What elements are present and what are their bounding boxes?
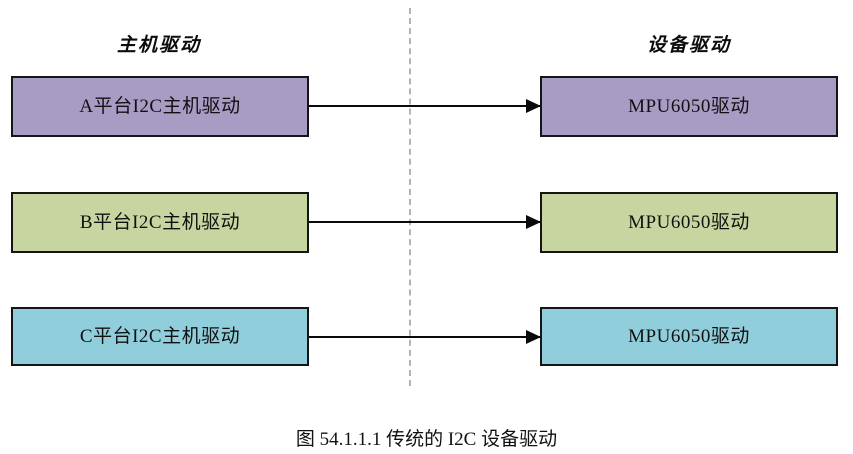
connector-arrow-row-3 bbox=[309, 336, 540, 338]
device-driver-box-3: MPU6050驱动 bbox=[540, 307, 838, 366]
connector-arrow-row-1 bbox=[309, 105, 540, 107]
host-driver-box-c: C平台I2C主机驱动 bbox=[11, 307, 309, 366]
host-driver-box-a: A平台I2C主机驱动 bbox=[11, 76, 309, 137]
column-heading-device-driver: 设备驱动 bbox=[646, 34, 732, 56]
device-driver-box-1: MPU6050驱动 bbox=[540, 76, 838, 137]
device-driver-box-2: MPU6050驱动 bbox=[540, 192, 838, 253]
connector-arrow-row-2 bbox=[309, 221, 540, 223]
vertical-dashed-divider bbox=[409, 8, 411, 386]
column-heading-host-driver: 主机驱动 bbox=[116, 34, 202, 56]
figure-caption: 图 54.1.1.1 传统的 I2C 设备驱动 bbox=[295, 429, 558, 450]
host-driver-box-b: B平台I2C主机驱动 bbox=[11, 192, 309, 253]
